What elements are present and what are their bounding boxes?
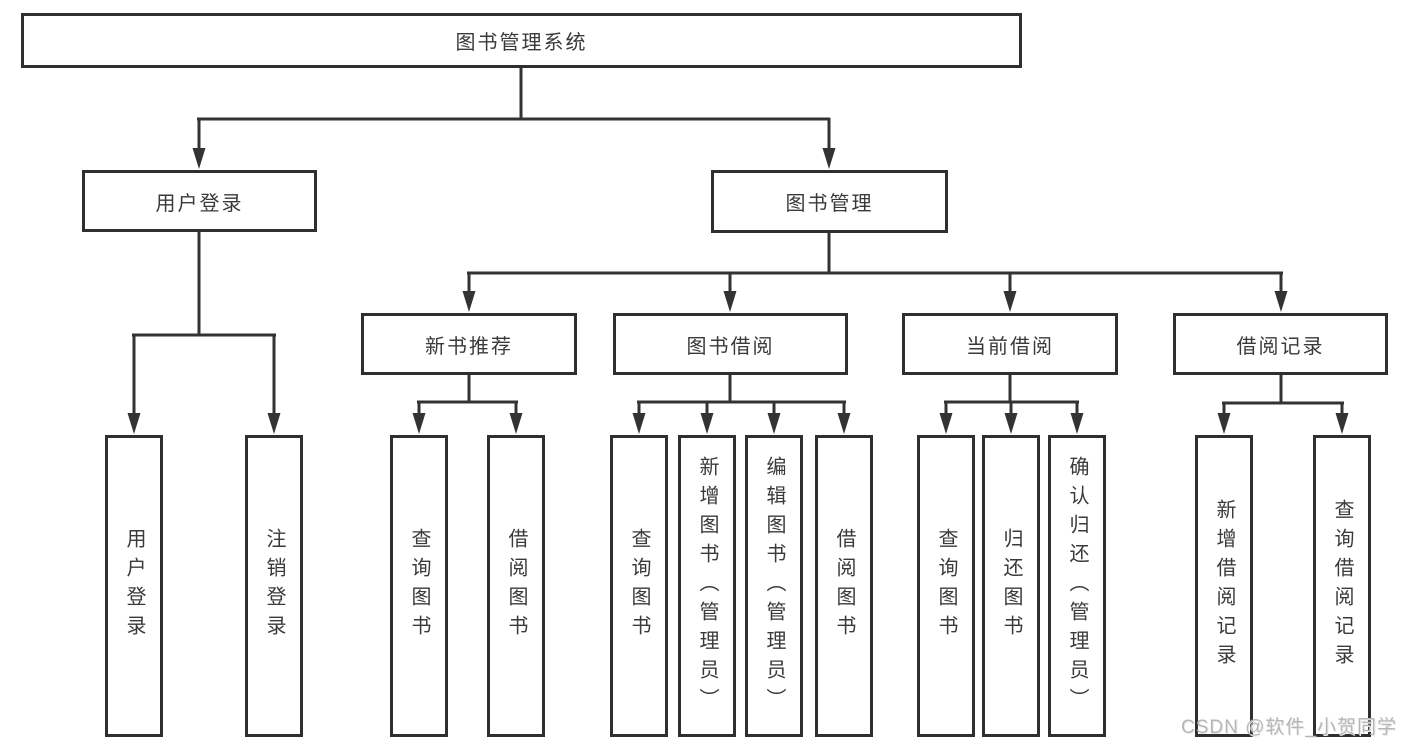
leaf-query-books-borrow-label: 查询图书 xyxy=(628,528,650,644)
node-user-login: 用户登录 xyxy=(82,170,317,232)
node-user-login-label: 用户登录 xyxy=(155,192,244,215)
leaf-return-books-label: 归还图书 xyxy=(1000,528,1022,644)
leaf-query-books-current-label: 查询图书 xyxy=(935,528,957,644)
leaf-add-books-admin-label: 新增图书（管理员） xyxy=(696,455,718,717)
node-book-management-label: 图书管理 xyxy=(785,193,874,215)
leaf-edit-books-admin-label: 编辑图书（管理员） xyxy=(763,455,785,717)
connector-borrow-records-children xyxy=(1217,375,1349,434)
leaf-edit-books-admin: 编辑图书（管理员） xyxy=(745,435,803,737)
leaf-borrow-books-rec: 借阅图书 xyxy=(487,435,545,737)
leaf-query-borrow-record-label: 查询借阅记录 xyxy=(1331,499,1353,673)
leaf-query-books-borrow: 查询图书 xyxy=(610,435,668,737)
connector-user-login-children xyxy=(127,232,281,434)
node-root-label: 图书管理系统 xyxy=(455,32,588,54)
node-current-borrow: 当前借阅 xyxy=(902,313,1118,375)
leaf-logout-label: 注销登录 xyxy=(263,528,285,644)
node-borrow-records: 借阅记录 xyxy=(1173,313,1388,375)
leaf-user-login: 用户登录 xyxy=(105,435,163,737)
node-new-book-recommend-label: 新书推荐 xyxy=(425,335,513,358)
node-current-borrow-label: 当前借阅 xyxy=(966,335,1054,358)
leaf-borrow-books-rec-label: 借阅图书 xyxy=(505,528,527,644)
leaf-query-books-rec-label: 查询图书 xyxy=(408,528,430,644)
leaf-query-books-current: 查询图书 xyxy=(917,435,975,737)
leaf-add-books-admin: 新增图书（管理员） xyxy=(678,435,736,737)
csdn-watermark: CSDN @软件_小贺同学 xyxy=(1181,717,1397,738)
node-borrow-records-label: 借阅记录 xyxy=(1236,335,1325,358)
leaf-borrow-books: 借阅图书 xyxy=(815,435,873,737)
connector-book-management-children xyxy=(462,233,1288,312)
node-root-system: 图书管理系统 xyxy=(21,13,1022,68)
leaf-query-books-rec: 查询图书 xyxy=(390,435,448,737)
leaf-return-books: 归还图书 xyxy=(982,435,1040,737)
leaf-add-borrow-record: 新增借阅记录 xyxy=(1195,435,1253,737)
connector-new-book-rec-children xyxy=(412,375,523,434)
connector-book-borrow-children xyxy=(632,375,851,434)
leaf-logout: 注销登录 xyxy=(245,435,303,737)
leaf-confirm-return-admin-label: 确认归还（管理员） xyxy=(1066,455,1088,717)
leaf-query-borrow-record: 查询借阅记录 xyxy=(1313,435,1371,737)
node-new-book-recommend: 新书推荐 xyxy=(361,313,577,375)
leaf-add-borrow-record-label: 新增借阅记录 xyxy=(1213,499,1235,673)
leaf-confirm-return-admin: 确认归还（管理员） xyxy=(1048,435,1106,737)
node-book-borrow-label: 图书借阅 xyxy=(686,335,775,358)
leaf-borrow-books-label: 借阅图书 xyxy=(833,528,855,644)
leaf-user-login-label: 用户登录 xyxy=(123,528,145,644)
node-book-management: 图书管理 xyxy=(711,170,948,233)
connector-root-to-level2 xyxy=(192,68,836,169)
connector-current-borrow-children xyxy=(939,375,1084,434)
node-book-borrow: 图书借阅 xyxy=(613,313,848,375)
